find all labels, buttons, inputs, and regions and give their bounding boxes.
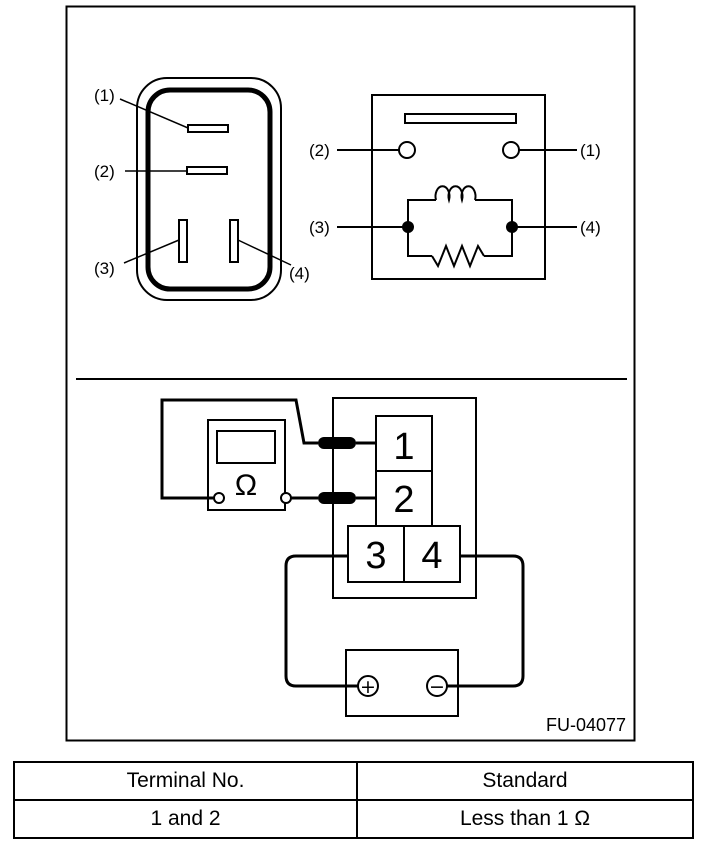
- table-row: 1 and 2 Less than 1 Ω: [13, 799, 694, 839]
- battery-wiring: [284, 554, 525, 688]
- ohmmeter-terminal-left: [213, 492, 225, 504]
- connector-terminal-3: [178, 219, 188, 263]
- ohm-symbol: Ω: [235, 469, 257, 502]
- cell-terminals: 1 and 2: [13, 799, 358, 839]
- battery-positive-terminal: [357, 675, 379, 697]
- figure-code: FU-04077: [546, 715, 626, 735]
- header-standard: Standard: [356, 761, 694, 801]
- ohmmeter-display: [216, 430, 276, 464]
- relay-label-2: (2): [309, 141, 330, 160]
- spec-table: Terminal No. Standard 1 and 2 Less than …: [13, 761, 694, 839]
- connector-label-3: (3): [94, 259, 115, 278]
- relay-connector: [136, 77, 282, 301]
- battery-negative-terminal: [426, 675, 448, 697]
- relay-contact-2: [398, 141, 416, 159]
- terminal-number-1: 1: [393, 426, 414, 468]
- test-leads: [160, 398, 376, 500]
- relay-coil: [434, 185, 477, 204]
- relay-resistor: [431, 243, 485, 269]
- relay-schematic-box: [371, 94, 546, 280]
- terminal-number-3: 3: [365, 535, 386, 577]
- relay-label-4: (4): [580, 218, 601, 237]
- terminal-number-4: 4: [421, 535, 442, 577]
- battery-minus-sign: −: [429, 676, 445, 698]
- relay-label-3: (3): [309, 218, 330, 237]
- connector-terminals: [178, 124, 239, 263]
- connector-label-1: (1): [94, 86, 115, 105]
- terminal-number-2: 2: [393, 479, 414, 521]
- connector-terminal-4: [229, 219, 239, 263]
- connector-terminal-1: [187, 124, 229, 133]
- relay-node-4: [506, 221, 518, 233]
- ohmmeter: [207, 419, 286, 511]
- connector-label-4: (4): [289, 264, 310, 283]
- relay-node-3: [402, 221, 414, 233]
- ohmmeter-terminal-right: [280, 492, 292, 504]
- connector-label-2: (2): [94, 162, 115, 181]
- probe-2: [318, 492, 356, 504]
- figure-frame: [65, 5, 636, 742]
- table-header-row: Terminal No. Standard: [13, 761, 694, 801]
- battery-plus-sign: +: [360, 676, 376, 698]
- relay-contact-1: [502, 141, 520, 159]
- relay-wiring: [337, 141, 577, 269]
- connector-leaders: [119, 98, 292, 266]
- connector-terminal-2: [186, 166, 228, 175]
- battery: [345, 649, 459, 717]
- relay-label-1: (1): [580, 141, 601, 160]
- header-terminal-no: Terminal No.: [13, 761, 358, 801]
- relay-contact-bar: [404, 113, 517, 124]
- terminal-box-4: [403, 525, 461, 583]
- relay-check-diagram: (1) (2) (3) (4) (2) (1) (3) (4) 1 2 3 4 …: [65, 5, 636, 742]
- probe-1: [318, 437, 356, 449]
- cell-standard: Less than 1 Ω: [356, 799, 694, 839]
